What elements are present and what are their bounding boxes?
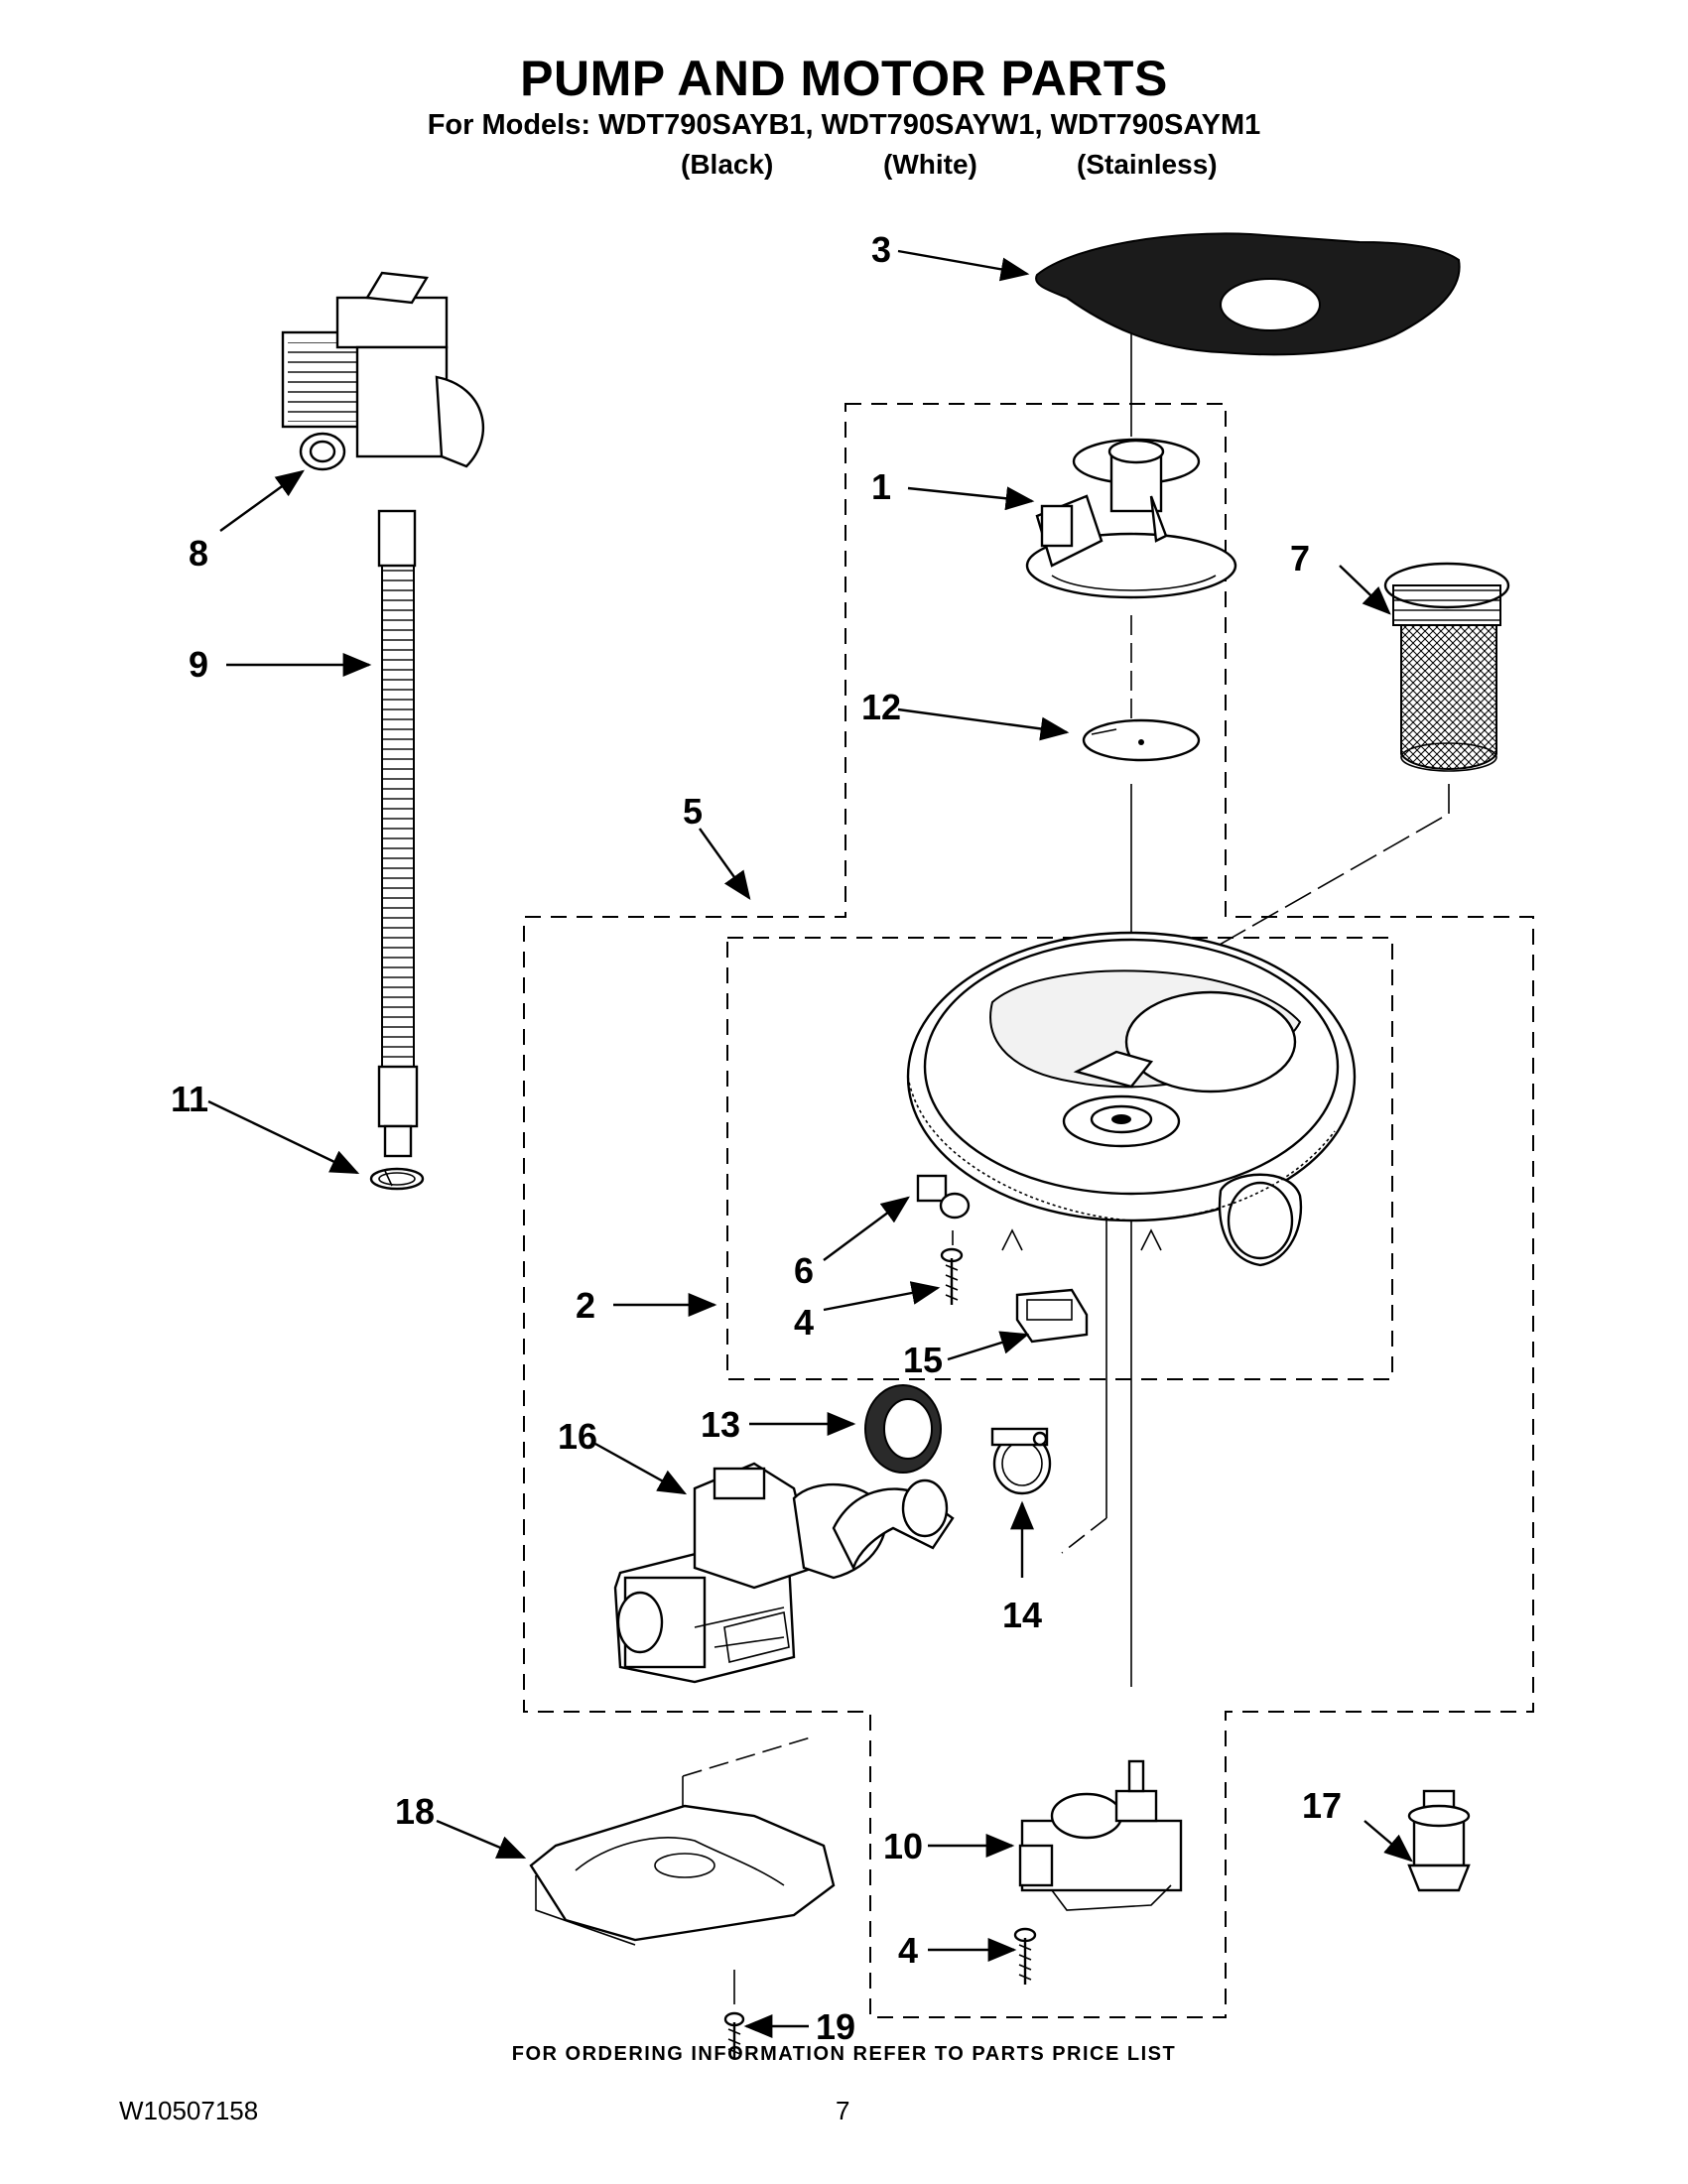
part-19-screw [723,2011,745,2059]
page-number: 7 [836,2096,850,2125]
callout-16: 16 [558,1416,597,1457]
part-7-filter [1383,562,1510,772]
part-8-drain-pump [281,271,485,471]
callout-12: 12 [861,687,901,727]
ordering-note: FOR ORDERING INFORMATION REFER TO PARTS … [511,2043,1177,2065]
callout-4-lower: 4 [898,1930,918,1971]
callout-13: 13 [701,1404,740,1445]
part-15-block [1015,1288,1089,1344]
callout-18: 18 [395,1791,435,1832]
callout-11: 11 [171,1079,208,1119]
part-3-filter-cover [1035,232,1461,356]
part-11-clamp [369,1167,425,1191]
callout-5: 5 [683,791,703,832]
callout-10: 10 [883,1826,923,1866]
document-number: W10507158 [119,2096,259,2125]
callout-17: 17 [1302,1785,1342,1826]
leader-lines [207,249,1413,2038]
callout-14: 14 [1002,1595,1042,1635]
part-10-diverter [1018,1759,1183,1911]
callout-8: 8 [189,533,208,574]
callout-2: 2 [576,1285,595,1326]
callout-4-upper: 4 [794,1302,814,1343]
part-14-clamp [990,1427,1052,1495]
part-17-sensor [1407,1789,1471,1892]
callout-numbers: 3 1 12 7 8 9 11 5 6 4 2 15 13 16 14 18 1… [171,229,1342,2047]
callout-15: 15 [903,1340,943,1380]
part-16-motor [613,1462,955,1684]
part-6-bracket [916,1174,971,1220]
part-9-drain-hose [377,509,419,1158]
part-12-disk [1082,718,1201,762]
callout-3: 3 [871,229,891,270]
finish-white: (White) [883,149,977,180]
page-title: PUMP AND MOTOR PARTS [520,51,1168,106]
part-4-screw-upper [940,1247,964,1305]
callout-7: 7 [1290,538,1310,578]
model-list: For Models: WDT790SAYB1, WDT790SAYW1, WD… [427,109,1261,141]
part-13-seal [864,1384,942,1474]
part-1-manifold [1025,438,1237,599]
callout-6: 6 [794,1250,814,1291]
part-2-sump [906,931,1357,1267]
callout-19: 19 [816,2006,855,2047]
assembly-5-outline [523,403,1534,2018]
part-18-base-cover [529,1804,836,1946]
part-4-screw-lower [1013,1927,1037,1985]
finish-black: (Black) [681,149,774,180]
assembly-2-outline [726,937,1393,1380]
callout-9: 9 [189,644,208,685]
callout-1: 1 [871,466,891,507]
finish-stainless: (Stainless) [1077,149,1218,180]
